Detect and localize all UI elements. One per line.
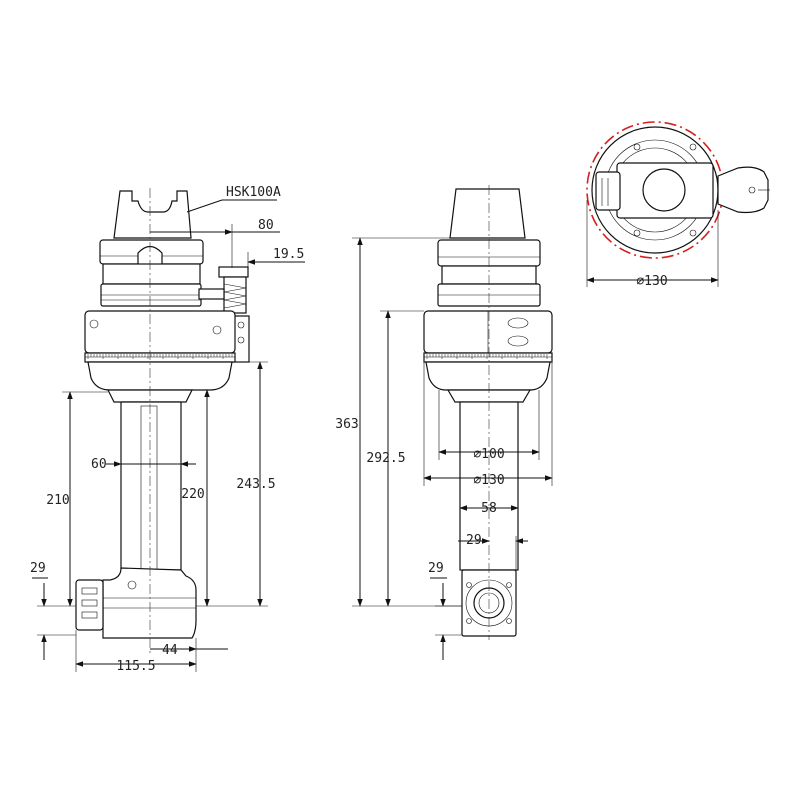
label-292-5: 292.5 <box>366 451 405 466</box>
extension-shaft <box>120 401 182 571</box>
label-29-front-side: 29 <box>428 561 444 576</box>
label-29-left: 29 <box>30 561 46 576</box>
collet-nut <box>75 579 104 631</box>
side-scale-ticks <box>87 354 233 359</box>
label-19-5: 19.5 <box>273 247 304 262</box>
main-housing <box>84 310 236 354</box>
label-60: 60 <box>91 457 107 472</box>
dimension-labels: HSK100A 80 19.5 60 210 220 243.5 29 44 1… <box>30 185 668 674</box>
hsk-taper <box>113 190 192 239</box>
top-spindle <box>642 168 686 212</box>
label-80: 80 <box>258 218 274 233</box>
label-210: 210 <box>46 493 69 508</box>
label-phi130-front: ∅130 <box>473 473 504 488</box>
label-220: 220 <box>181 487 204 502</box>
label-29-front-top: 29 <box>466 533 482 548</box>
front-hsk-taper <box>449 188 526 239</box>
label-58: 58 <box>481 501 497 516</box>
front-view <box>423 185 553 640</box>
dimension-lines <box>32 199 719 672</box>
front-scale-ticks <box>426 354 548 359</box>
top-bracket <box>717 166 769 214</box>
front-scale-ring <box>423 352 553 363</box>
label-44: 44 <box>162 643 178 658</box>
angle-head <box>102 567 197 639</box>
label-115-5: 115.5 <box>116 659 155 674</box>
label-hsk100a: HSK100A <box>226 185 281 200</box>
label-phi100: ∅100 <box>473 447 504 462</box>
label-243-5: 243.5 <box>236 477 275 492</box>
label-phi130-top: ∅130 <box>636 274 667 289</box>
top-view <box>586 121 770 259</box>
label-363: 363 <box>335 417 358 432</box>
side-view <box>75 188 250 655</box>
